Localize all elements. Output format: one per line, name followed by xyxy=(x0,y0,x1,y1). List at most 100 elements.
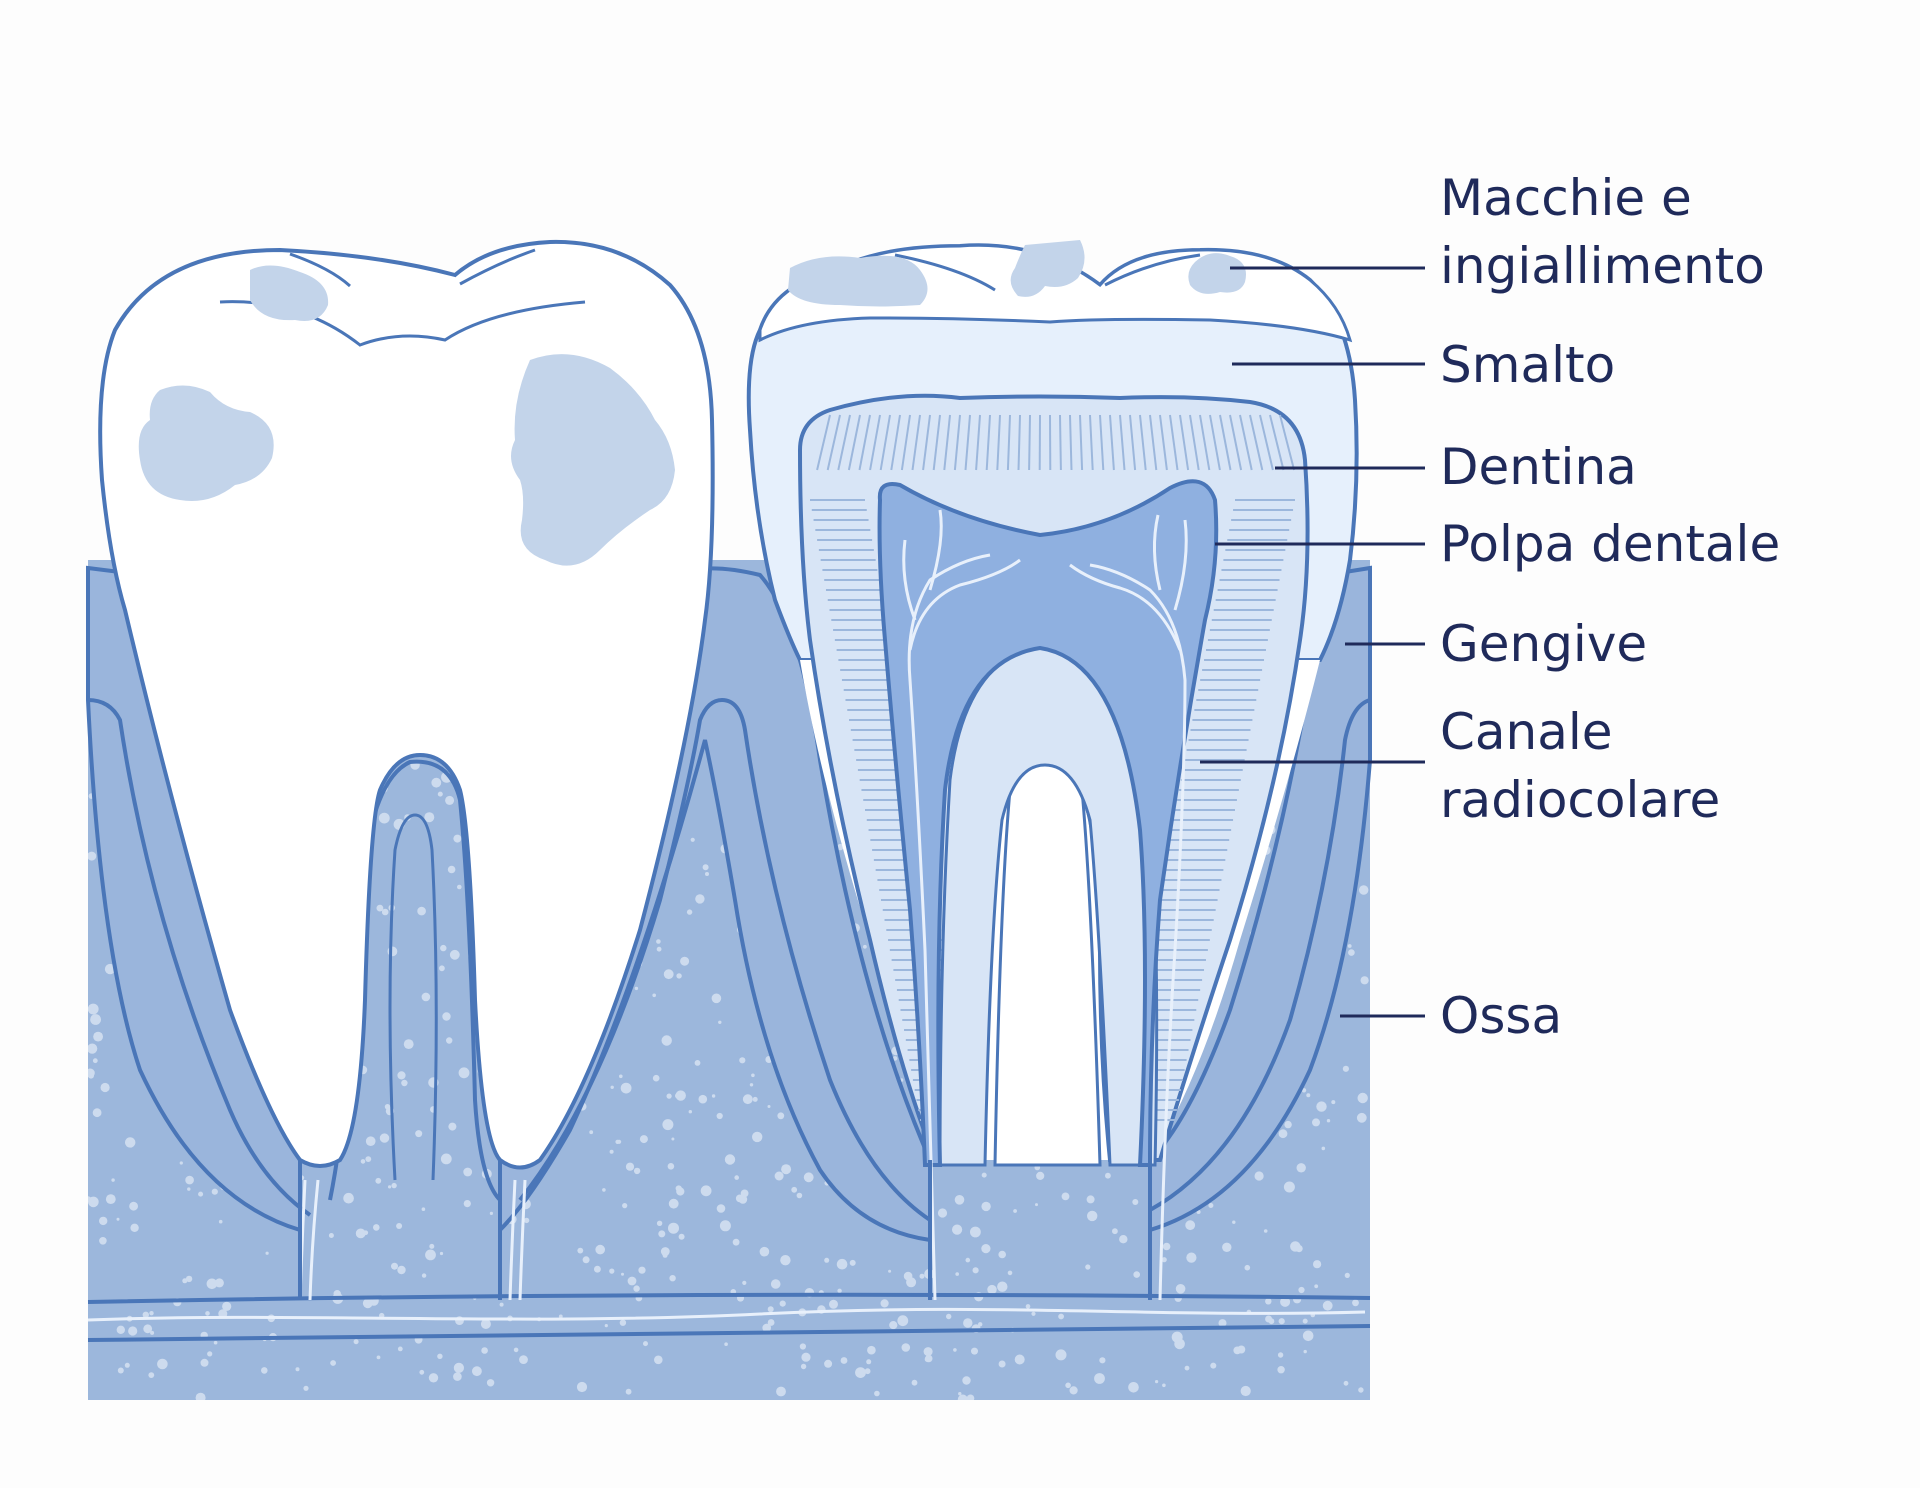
bone-speckle xyxy=(415,1130,422,1137)
bone-speckle xyxy=(117,1326,125,1334)
bone-speckle xyxy=(391,1263,398,1270)
bone-speckle xyxy=(1298,1287,1304,1293)
bone-speckle xyxy=(457,885,462,890)
bone-speckle xyxy=(906,1277,916,1287)
bone-speckle xyxy=(866,1359,871,1364)
bone-speckle xyxy=(902,1343,911,1352)
bone-speckle xyxy=(611,1086,614,1089)
bone-speckle xyxy=(610,1150,614,1154)
bone-speckle xyxy=(391,1183,396,1188)
bone-speckle xyxy=(196,1393,206,1403)
bone-speckle xyxy=(448,1123,456,1131)
bone-speckle xyxy=(1065,1383,1071,1389)
dentin-tubule xyxy=(1060,415,1061,470)
bone-speckle xyxy=(222,1302,231,1311)
bone-speckle xyxy=(303,1386,308,1391)
bone-speckle xyxy=(691,838,695,842)
bone-speckle xyxy=(1035,1203,1038,1206)
bone-speckle xyxy=(791,1187,797,1193)
bone-speckle xyxy=(481,1347,488,1354)
bone-speckle xyxy=(837,1259,848,1270)
bone-speckle xyxy=(128,1326,137,1335)
bone-speckle xyxy=(643,1341,648,1346)
label-dentin: Dentina xyxy=(1440,433,1637,501)
bone-speckle xyxy=(90,1014,101,1025)
bone-speckle xyxy=(938,1208,947,1217)
bone-speckle xyxy=(450,950,460,960)
bone-speckle xyxy=(997,1282,1007,1292)
bone-speckle xyxy=(424,812,434,822)
bone-speckle xyxy=(1155,1380,1158,1383)
bone-speckle xyxy=(1323,1301,1333,1311)
bone-speckle xyxy=(1327,1119,1330,1122)
bone-speckle xyxy=(958,1392,961,1395)
bone-speckle xyxy=(689,1110,692,1113)
bone-speckle xyxy=(609,1269,614,1274)
bone-speckle xyxy=(619,1075,623,1079)
bone-speckle xyxy=(1056,1349,1067,1360)
bone-speckle xyxy=(1264,1229,1268,1233)
bone-speckle xyxy=(768,1306,774,1312)
bone-speckle xyxy=(1031,1312,1035,1316)
bone-speckle xyxy=(463,1168,472,1177)
bone-speckle xyxy=(635,987,638,990)
bone-speckle xyxy=(775,1172,784,1181)
label-bone: Ossa xyxy=(1440,982,1562,1050)
bone-speckle xyxy=(658,1230,665,1237)
bone-speckle xyxy=(1322,1147,1326,1151)
bone-speckle xyxy=(1284,1121,1291,1128)
bone-speckle xyxy=(422,993,431,1002)
bone-speckle xyxy=(1279,1129,1288,1138)
bone-speckle xyxy=(385,1104,390,1109)
bone-speckle xyxy=(201,1359,209,1367)
bone-speckle xyxy=(881,1299,889,1307)
bone-speckle xyxy=(841,1357,848,1364)
bone-speckle xyxy=(970,1227,981,1238)
bone-speckle xyxy=(519,1355,528,1364)
bone-speckle xyxy=(628,1277,637,1286)
bone-speckle xyxy=(615,1140,619,1144)
bone-speckle xyxy=(664,969,674,979)
bone-speckle xyxy=(125,1137,135,1147)
bone-speckle xyxy=(361,1159,366,1164)
bone-speckle xyxy=(157,1359,168,1370)
bone-speckle xyxy=(1278,1352,1283,1357)
bone-speckle xyxy=(1284,1182,1295,1193)
bone-speckle xyxy=(1304,1350,1307,1353)
bone-speckle xyxy=(662,1035,672,1045)
bone-speckle xyxy=(776,1387,786,1397)
bone-speckle xyxy=(1222,1243,1231,1252)
bone-speckle xyxy=(417,907,426,916)
bone-speckle xyxy=(924,1347,933,1356)
bone-speckle xyxy=(663,1253,668,1258)
bone-speckle xyxy=(920,1274,925,1279)
bone-speckle xyxy=(1358,1093,1368,1103)
label-pulp: Polpa dentale xyxy=(1440,510,1780,578)
bone-speckle xyxy=(781,1164,791,1174)
bone-speckle xyxy=(1297,1163,1306,1172)
bone-speckle xyxy=(966,1258,971,1263)
bone-speckle xyxy=(662,1119,673,1130)
bone-speckle xyxy=(296,1367,300,1371)
label-enamel: Smalto xyxy=(1440,331,1615,399)
bone-speckle xyxy=(111,1178,114,1181)
label-gums: Gengive xyxy=(1440,610,1647,678)
bone-speckle xyxy=(751,1074,755,1078)
bone-speckle xyxy=(1313,1260,1321,1268)
bone-speckle xyxy=(150,1331,154,1335)
bone-speckle xyxy=(212,1189,218,1195)
bone-speckle xyxy=(1112,1228,1118,1234)
bone-speckle xyxy=(638,1267,645,1274)
bone-speckle xyxy=(829,1300,838,1309)
bone-speckle xyxy=(182,1278,187,1283)
bone-speckle xyxy=(1233,1347,1241,1355)
bone-speckle xyxy=(1087,1211,1097,1221)
bone-speckle xyxy=(86,1069,95,1078)
dentin-tubule xyxy=(1029,415,1030,470)
bone-speckle xyxy=(676,1090,686,1100)
bone-speckle xyxy=(583,1256,590,1263)
bone-speckle xyxy=(676,1187,684,1195)
bone-speckle xyxy=(207,1351,212,1356)
bone-speckle xyxy=(356,1229,366,1239)
